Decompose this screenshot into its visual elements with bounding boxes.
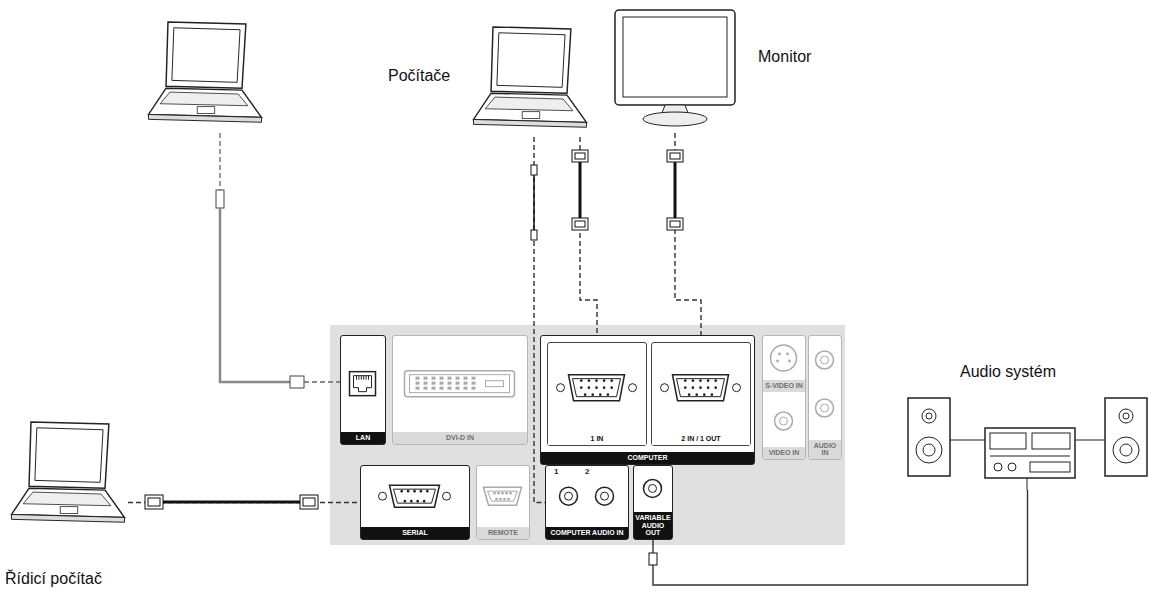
connector-symbol bbox=[379, 485, 451, 507]
port-label: REMOTE bbox=[478, 529, 528, 537]
port-label: COMPUTER AUDIO IN bbox=[547, 529, 627, 537]
port-label: 2 IN / 1 OUT bbox=[653, 435, 749, 443]
laptop bbox=[474, 27, 587, 127]
computer-port-group: COMPUTER 1 IN 2 IN / 1 OUT bbox=[540, 335, 755, 465]
device-label: Počítače bbox=[388, 67, 450, 85]
port-drawing bbox=[341, 336, 384, 431]
connector-symbol bbox=[350, 372, 376, 396]
port-drawing bbox=[393, 336, 526, 431]
port-drawing bbox=[477, 466, 528, 526]
audio-jack-port: COMPUTER AUDIO IN bbox=[545, 465, 629, 540]
jack-number: 1 bbox=[554, 467, 558, 476]
monitor-drawing bbox=[615, 10, 735, 126]
port-label: S-VIDEO IN bbox=[764, 382, 804, 390]
vga-port: 1 IN bbox=[547, 342, 647, 446]
remote-port: REMOTE bbox=[476, 465, 530, 540]
connector-symbol bbox=[644, 479, 662, 497]
port-label: COMPUTER bbox=[542, 454, 753, 462]
port-label: VARIABLE AUDIO OUT bbox=[635, 514, 671, 537]
lan-port: LAN bbox=[340, 335, 386, 445]
port-label: DVI-D IN bbox=[394, 434, 526, 442]
port-label: SERIAL bbox=[362, 529, 468, 537]
port-drawing bbox=[548, 343, 645, 432]
projector-panel bbox=[330, 325, 845, 545]
device-label: Audio systém bbox=[960, 363, 1056, 381]
video-port: S-VIDEO IN VIDEO IN bbox=[762, 335, 806, 460]
connector-symbol bbox=[816, 351, 834, 417]
control-laptop: Řídicí počítač bbox=[8, 420, 128, 532]
connector-symbol bbox=[484, 487, 522, 505]
connector-symbol bbox=[661, 375, 741, 401]
port-drawing bbox=[652, 343, 749, 432]
device-label: Řídicí počítač bbox=[5, 570, 102, 588]
audio-system: Audio systém bbox=[905, 395, 1150, 490]
vga-port: 2 IN / 1 OUT bbox=[651, 342, 751, 446]
cable bbox=[580, 137, 597, 342]
connector-symbol bbox=[405, 371, 515, 397]
computer-laptop: Počítače bbox=[470, 25, 590, 137]
port-label: 1 IN bbox=[549, 435, 645, 443]
jack-number: 2 bbox=[585, 467, 589, 476]
port-drawing bbox=[809, 336, 840, 439]
laptop bbox=[12, 422, 125, 522]
lan-cable bbox=[216, 133, 340, 388]
port-label: AUDIO IN bbox=[810, 442, 840, 457]
port-drawing bbox=[361, 466, 468, 526]
audio-in-port: AUDIO IN bbox=[808, 335, 842, 460]
cable bbox=[675, 133, 701, 342]
connector-symbol bbox=[560, 487, 614, 505]
cable bbox=[653, 490, 1028, 585]
port-drawing bbox=[634, 466, 671, 511]
port-label: VIDEO IN bbox=[764, 449, 804, 457]
device-label: Monitor bbox=[758, 48, 811, 66]
audio-out-port: VARIABLE AUDIO OUT bbox=[633, 465, 673, 540]
dvi-port: DVI-D IN bbox=[392, 335, 528, 445]
port-label: LAN bbox=[342, 434, 384, 442]
laptop bbox=[149, 22, 262, 122]
serial-port: SERIAL bbox=[360, 465, 470, 540]
connector-symbol bbox=[557, 375, 637, 401]
monitor: Monitor bbox=[610, 8, 740, 133]
audio-system-drawing bbox=[908, 398, 1147, 490]
